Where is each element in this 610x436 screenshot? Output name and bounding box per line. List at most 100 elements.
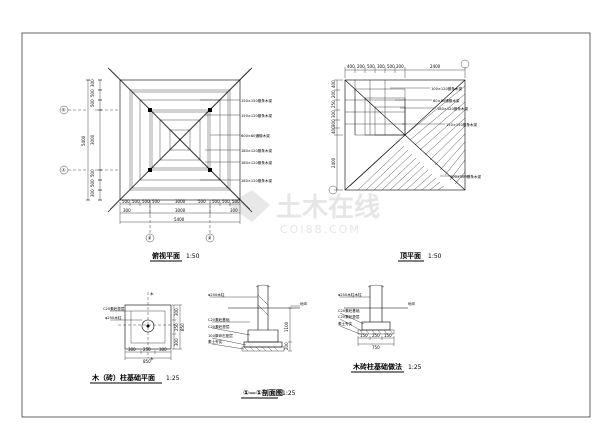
beam-left-dim: 500: [90, 89, 95, 97]
footing-bottom-dim: 250: [143, 347, 151, 352]
footing-note-1: C20素砼垫层: [103, 306, 125, 311]
roof-left-dim: 300: [331, 110, 336, 118]
footing-right-dim: 300: [174, 308, 179, 316]
eave-outline: [119, 79, 241, 201]
watermark-logo-icon: [228, 190, 270, 222]
roof-left-dim: 400: [331, 80, 336, 88]
beam-bottom-edge-right: 300: [230, 208, 238, 213]
roof-plan-scale: 1:50: [428, 253, 442, 260]
roof-top-dim: 500: [367, 64, 375, 69]
column-detail: φ250木柱木柱 C20素砼基础 C20素砼垫层 素土夯实 地坪 150 250…: [338, 284, 422, 373]
roof-note: 60×80通檩木梁: [433, 98, 460, 103]
beam-bottom-dim: 500: [232, 199, 240, 204]
detail-note: φ250木柱木柱: [338, 292, 362, 297]
roof-left-dim: 200: [331, 90, 336, 98]
section-title: ①—①剖面图: [243, 388, 283, 397]
detail-dim: 150: [384, 333, 392, 338]
watermark-brand: 土木在线: [276, 193, 380, 223]
beam-plan-title: 俯视平面: [152, 251, 180, 260]
axis-bubble-a: Ⓐ: [62, 167, 66, 173]
beam-bottom-total: 5400: [174, 217, 185, 222]
footing-label-top: 木: [150, 291, 154, 296]
footing-label-bottom: 木: [150, 356, 154, 361]
beam-plan-scale: 1:50: [186, 253, 200, 260]
section-scale: 1:25: [282, 390, 296, 397]
section-dim: 200: [284, 342, 289, 350]
beam-bottom-dim: 500: [222, 199, 230, 204]
beam-left-total: 5400: [81, 135, 86, 146]
sheet-border: [21, 32, 591, 418]
roof-left-dim: 300: [331, 119, 336, 127]
section-note: φ250木柱: [208, 292, 225, 297]
axis-bubble-1: ①: [148, 236, 152, 241]
beam-bottom-dim: 500: [132, 199, 140, 204]
beam-bottom-dim: 500: [212, 199, 220, 204]
beam-plan: 300 500 500 3000 500 500 300 5400 Ⓑ Ⓐ 50…: [59, 67, 273, 262]
column-footing-plan: C20素砼垫层 φ250木柱 木 木 300 250 300 850 300 2…: [90, 291, 185, 384]
axis-bubble-2: ②: [208, 236, 212, 241]
beam-left-dim: 500: [90, 179, 95, 187]
detail-dim-total: 750: [372, 345, 380, 350]
beam-note: 150×150檩条木梁: [241, 98, 273, 103]
beam-left-dim: 500: [90, 169, 95, 177]
roof-plan: 400 200 500 300 500 200 2400 400 200 250…: [328, 59, 482, 262]
roof-note: 180×120檩条木梁: [437, 106, 469, 111]
roof-top-dim: 300: [377, 64, 385, 69]
roof-top-dim: 400: [347, 64, 355, 69]
watermark: 土木在线 COI88.COM: [228, 190, 380, 236]
footing-bottom-dim: 300: [128, 347, 136, 352]
beam-note: 180×120檩条木梁: [241, 148, 273, 153]
roof-note: 150×150檩条木梁: [446, 122, 478, 127]
detail-note: C20素砼基础: [338, 308, 360, 313]
section-note: C20素砼基础: [208, 317, 230, 322]
footing-bottom-total: 850: [143, 359, 151, 364]
footing-right-dim: 300: [174, 338, 179, 346]
beam-bottom-mid: 3000: [175, 208, 186, 213]
footing-right-total: 850: [180, 323, 185, 331]
detail-title: 木砖柱基础做法: [352, 362, 402, 371]
footing-bottom-dim: 300: [159, 347, 167, 352]
footing-plan-scale: 1:25: [166, 375, 180, 382]
axis-bubble-b: Ⓑ: [62, 107, 66, 113]
detail-scale: 1:25: [408, 364, 422, 371]
watermark-site: COI88.COM: [280, 223, 361, 236]
roof-note: 100×100檩条木梁: [450, 174, 482, 179]
roof-left-dim: 250: [331, 100, 336, 108]
section-dim: 1100: [284, 321, 289, 332]
roof-top-dim: 200: [396, 64, 404, 69]
footing-plan-title: 木（砖）柱基础平面: [91, 373, 155, 382]
roof-plan-title: 顶平面: [400, 251, 421, 260]
beam-note: 180×120檩条木梁: [241, 178, 273, 183]
beam-left-dim: 3000: [90, 134, 95, 145]
roof-boards-bottom: [349, 139, 445, 191]
beam-bottom-edge-left: 300: [123, 208, 131, 213]
roof-top-dim: 200: [357, 64, 365, 69]
beam-bottom-dim: 500: [142, 199, 150, 204]
roof-note: 100×120檩条木梁: [431, 86, 463, 91]
beam-bottom-dim: 500: [152, 199, 160, 204]
detail-note: 地坪: [408, 301, 416, 306]
roof-boards-right: [404, 85, 466, 185]
roof-top-right: 2400: [430, 64, 441, 69]
section-note: 100厚碎石垫层: [208, 333, 233, 338]
roof-left-mid: 2400: [331, 157, 336, 168]
beam-left-dim: 300: [90, 79, 95, 87]
beam-left-dim: 500: [90, 99, 95, 107]
beam-note: 180×120檩条木梁: [241, 160, 273, 165]
beam-bottom-dim: 500: [122, 199, 130, 204]
roof-top-dim: 500: [387, 64, 395, 69]
roof-outline: [344, 79, 466, 191]
beam-bottom-dim: 500: [198, 199, 206, 204]
roof-left-dim: 400: [331, 126, 336, 134]
section-note: 地坪: [300, 301, 308, 306]
beam-note: 150×120檩条木梁: [241, 113, 273, 118]
section-1-1: φ250木柱 C20素砼基础 C20素砼垫层 100厚碎石垫层 素土夯实 地坪 …: [208, 284, 308, 399]
section-note: C20素砼垫层: [208, 324, 230, 329]
footing-note-2: φ250木柱: [105, 315, 122, 320]
detail-note: 素土夯实: [338, 321, 353, 326]
beam-note: 600×80通檩木梁: [241, 133, 270, 138]
detail-dim: 150: [360, 333, 368, 338]
section-note: 素土夯实: [208, 339, 223, 344]
